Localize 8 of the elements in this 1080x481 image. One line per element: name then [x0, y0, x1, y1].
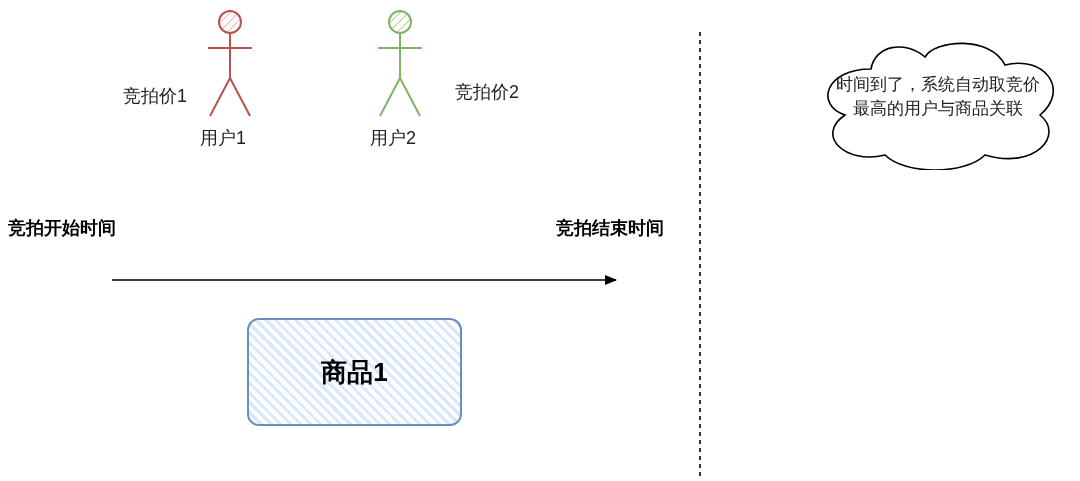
time-label: 竞拍开始时间: [8, 217, 116, 240]
user-label: 用户2: [370, 127, 416, 150]
cloud-text: 时间到了，系统自动取竞价最高的用户与商品关联: [835, 74, 1040, 120]
product-box: 商品1: [247, 318, 462, 426]
time-label: 竞拍结束时间: [556, 217, 664, 240]
user-label: 用户1: [200, 127, 246, 150]
bid-price-label: 竞拍价2: [455, 81, 519, 104]
bid-price-label: 竞拍价1: [123, 85, 187, 108]
